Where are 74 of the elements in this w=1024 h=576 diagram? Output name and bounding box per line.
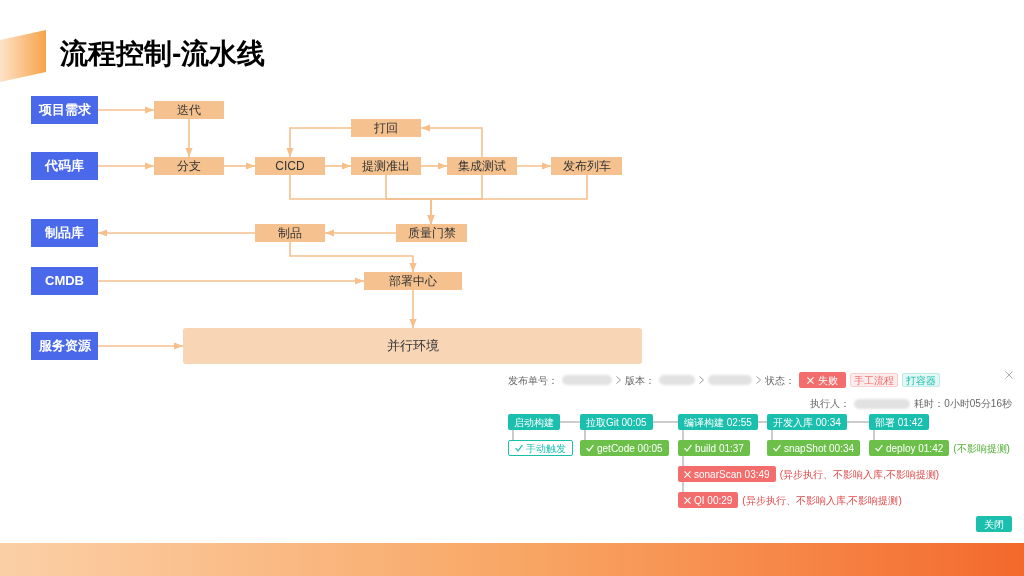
flow-arrow xyxy=(97,106,155,114)
step-box xyxy=(767,440,861,456)
step-box xyxy=(678,440,750,456)
flow-arrow xyxy=(185,118,193,158)
step-label: sonarScan 03:49 xyxy=(694,467,770,482)
flow-arrow xyxy=(420,124,483,158)
source-box: 制品库 xyxy=(31,219,98,247)
failed-step-box xyxy=(678,492,739,508)
process-box: 质量门禁 xyxy=(396,224,467,242)
field-label: 耗时：0小时05分16秒 xyxy=(914,397,1012,411)
step-label: deploy 01:42 xyxy=(886,441,944,456)
source-box: 项目需求 xyxy=(31,96,98,124)
connector-line xyxy=(682,429,684,441)
connector-line xyxy=(559,421,581,423)
flow-arrow xyxy=(409,289,417,329)
connector-line xyxy=(873,429,875,441)
step-label: snapShot 00:34 xyxy=(784,441,855,456)
close-button: 关闭 xyxy=(976,516,1012,532)
connector-line xyxy=(682,455,684,467)
field-label: 状态： xyxy=(765,373,795,388)
slide-title: 流程控制-流水线 xyxy=(60,37,266,71)
process-box: 打回 xyxy=(351,119,421,137)
step-note: (异步执行、不影响入库,不影响提测) xyxy=(779,467,940,482)
field-label: 发布单号： xyxy=(508,373,558,388)
environment-box: 并行环境 xyxy=(183,328,642,364)
connector-line xyxy=(771,429,773,441)
step-box xyxy=(869,440,950,456)
step-label: getCode 00:05 xyxy=(597,441,663,456)
process-box: 迭代 xyxy=(154,101,224,119)
flow-arrow xyxy=(420,162,448,170)
source-box: CMDB xyxy=(31,267,98,295)
stage-box: 开发入库 00:34 xyxy=(767,414,847,430)
flow-arrow xyxy=(516,162,552,170)
flow-arrow xyxy=(97,342,184,350)
connector-line xyxy=(682,481,684,493)
flow-arrow xyxy=(289,241,417,273)
process-box: 提测准出 xyxy=(351,157,421,175)
flow-arrow xyxy=(286,127,352,158)
stage-box: 编译构建 02:55 xyxy=(678,414,758,430)
stage-box: 拉取Git 00:05 xyxy=(580,414,653,430)
failed-step-box xyxy=(678,466,776,482)
connector-line xyxy=(846,421,870,423)
stage-box: 部署 01:42 xyxy=(869,414,929,430)
source-box: 代码库 xyxy=(31,152,98,180)
step-label: 手动触发 xyxy=(526,441,566,456)
step-box xyxy=(508,440,573,456)
process-box: 发布列车 xyxy=(551,157,622,175)
process-box: CICD xyxy=(255,157,325,175)
process-box: 部署中心 xyxy=(364,272,462,290)
flow-arrow xyxy=(324,229,397,237)
step-box xyxy=(580,440,669,456)
connector-line xyxy=(652,421,679,423)
process-box: 集成测试 xyxy=(447,157,517,175)
flow-arrow xyxy=(324,162,352,170)
stage-box: 启动构建 xyxy=(508,414,560,430)
field-label: 执行人： xyxy=(810,397,851,411)
flow-arrow xyxy=(97,277,365,285)
status-button: 失败 xyxy=(799,372,846,388)
flow-arrow xyxy=(97,162,155,170)
source-box: 服务资源 xyxy=(31,332,98,360)
step-label: QI 00:29 xyxy=(694,493,733,508)
step-label: build 01:37 xyxy=(695,441,744,456)
connector-line xyxy=(512,429,514,441)
status-tag: 手工流程 xyxy=(850,373,898,387)
process-box: 制品 xyxy=(255,224,325,242)
flow-arrow xyxy=(223,162,256,170)
flow-arrow xyxy=(97,229,256,237)
process-box: 分支 xyxy=(154,157,224,175)
step-note: (不影响提测) xyxy=(953,441,1010,456)
connector-line xyxy=(757,421,768,423)
field-label: 版本： xyxy=(625,373,655,388)
status-tag: 打容器 xyxy=(902,373,940,387)
step-note: (异步执行、不影响入库,不影响提测) xyxy=(742,493,902,508)
connector-line xyxy=(584,429,586,441)
